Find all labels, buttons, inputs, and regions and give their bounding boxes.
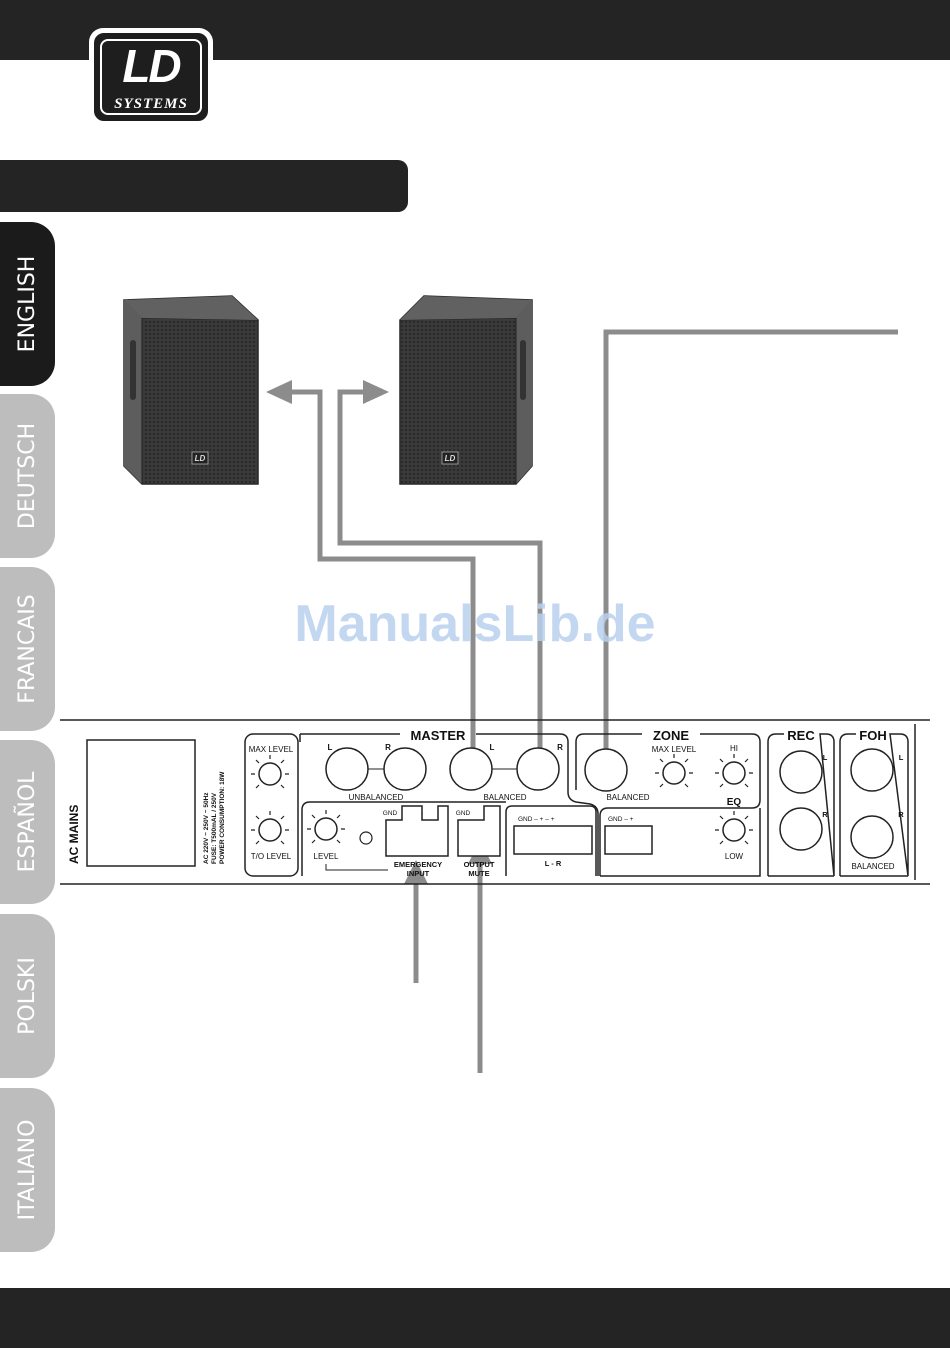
ac-spec-power: POWER CONSUMPTION: 18W <box>219 771 226 864</box>
master-unbalanced-r-jack[interactable] <box>383 747 427 791</box>
zone-terminal-pins-label: GND – + <box>608 816 634 823</box>
master-balanced-l-jack[interactable] <box>449 747 493 791</box>
master-unbalanced-label: UNBALANCED <box>349 793 404 802</box>
speaker-right: LD <box>399 295 533 485</box>
foh-balanced-label: BALANCED <box>851 862 894 871</box>
speaker-badge-text: LD <box>445 454 456 463</box>
emergency-label-line-2: INPUT <box>407 869 430 878</box>
speaker-badge <box>191 451 209 465</box>
lr-terminal[interactable] <box>513 825 593 855</box>
rec-r-label: R <box>822 810 828 819</box>
zone-max-level-label: MAX LEVEL <box>652 745 697 754</box>
section-title-bar <box>0 160 408 212</box>
bottom-bar <box>0 1288 950 1348</box>
zone-balanced-jack[interactable] <box>584 748 628 792</box>
to-level-knob[interactable] <box>251 811 289 845</box>
master-title: MASTER <box>411 728 467 743</box>
arrow-right-icon <box>363 380 389 404</box>
mute-gnd-label: GND <box>456 810 471 817</box>
lang-tab-english[interactable]: ENGLISH <box>0 222 55 386</box>
foh-r-label: R <box>898 810 904 819</box>
zone-terminal[interactable] <box>604 825 653 855</box>
arrow-up-icon <box>404 860 428 884</box>
logo-badge: LD SYSTEMS <box>94 33 208 121</box>
lang-tab-francais[interactable]: FRANCAIS <box>0 567 55 731</box>
master-unbalanced-l-label: L <box>328 743 333 752</box>
level-knob[interactable] <box>307 810 345 844</box>
emergency-gnd-label: GND <box>383 810 398 817</box>
foh-l-label: L <box>899 753 904 762</box>
max-level-knob[interactable] <box>251 755 289 789</box>
zone-balanced-label: BALANCED <box>606 793 649 802</box>
speaker-badge-text: LD <box>195 454 206 463</box>
master-unbalanced-r-label: R <box>385 743 391 752</box>
zone-low-eq-knob[interactable] <box>715 811 753 845</box>
rear-panel: AC MAINS AC 220V ~ 250V ~ 50Hz FUSE: T50… <box>60 719 930 885</box>
output-mute-label-line-2: MUTE <box>468 869 489 878</box>
ac-spec-voltage: AC 220V ~ 250V ~ 50Hz <box>203 792 210 864</box>
lr-terminal-pins-label: GND – + – + <box>518 816 555 823</box>
arrow-left-icon <box>266 380 292 404</box>
lr-terminal-label: L - R <box>545 859 562 868</box>
foh-r-jack[interactable] <box>850 815 894 859</box>
cables <box>285 329 898 1073</box>
ac-mains-inlet[interactable] <box>86 739 196 867</box>
speaker-left: LD <box>123 295 259 485</box>
emergency-input-terminal[interactable] <box>385 805 449 857</box>
master-balanced-r-label: R <box>557 743 563 752</box>
watermark: ManualsLib.de <box>294 595 656 653</box>
speaker-badge <box>441 451 459 465</box>
logo-ring <box>100 39 202 115</box>
master-unbalanced-l-jack[interactable] <box>325 747 369 791</box>
master-balanced-label: BALANCED <box>483 793 526 802</box>
indicator-led <box>359 831 373 845</box>
ac-mains-label: AC MAINS <box>67 805 81 864</box>
lang-tab-deutsch[interactable]: DEUTSCH <box>0 394 55 558</box>
ld-systems-logo: LD SYSTEMS <box>89 28 213 126</box>
zone-low-label: LOW <box>725 852 744 861</box>
zone-hi-eq-knob[interactable] <box>715 754 753 788</box>
lang-tab-italiano[interactable]: ITALIANO <box>0 1088 55 1252</box>
cable-master-left <box>285 389 476 760</box>
zone-title: ZONE <box>653 728 689 743</box>
output-mute-label-line-1: OUTPUT <box>464 860 495 869</box>
lang-tab-espanol[interactable]: ESPAÑOL <box>0 740 55 904</box>
master-balanced-r-jack[interactable] <box>516 747 560 791</box>
output-mute-terminal[interactable] <box>457 805 501 857</box>
zone-eq-label: EQ <box>727 797 742 808</box>
rec-l-jack[interactable] <box>779 750 823 794</box>
logo-sub-text: SYSTEMS <box>114 96 188 112</box>
foh-title: FOH <box>859 728 886 743</box>
zone-hi-label: HI <box>730 744 738 753</box>
to-level-label: T/O LEVEL <box>251 852 292 861</box>
emergency-label-line-1: EMERGENCY <box>394 860 442 869</box>
master-balanced-l-label: L <box>490 743 495 752</box>
ac-spec-fuse: FUSE: T500mAL / 250V <box>211 792 218 864</box>
logo-main-text: LD <box>122 40 181 92</box>
zone-max-level-knob[interactable] <box>655 754 693 788</box>
rec-title: REC <box>787 728 815 743</box>
foh-l-jack[interactable] <box>850 748 894 792</box>
rec-r-jack[interactable] <box>779 807 823 851</box>
cable-master-right <box>337 389 543 760</box>
cable-zone <box>603 329 898 760</box>
max-level-label: MAX LEVEL <box>249 745 294 754</box>
rec-l-label: L <box>823 753 828 762</box>
level-label: LEVEL <box>314 852 339 861</box>
lang-tab-polski[interactable]: POLSKI <box>0 914 55 1078</box>
